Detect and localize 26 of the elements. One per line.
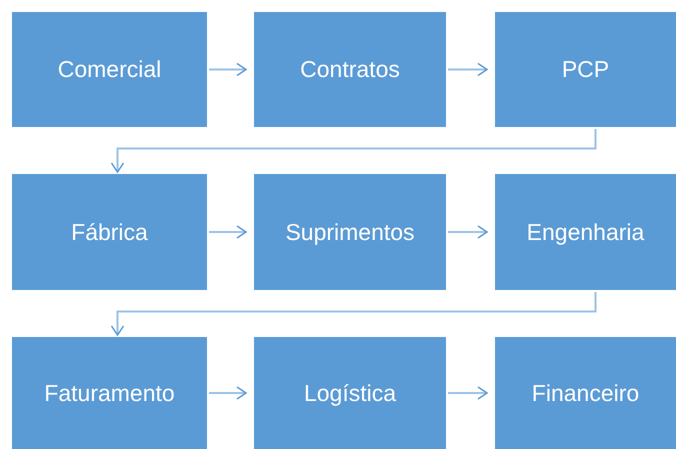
box-label: Comercial (58, 55, 162, 84)
process-box (254, 337, 446, 449)
box-label: Contratos (300, 55, 400, 84)
box-label: Financeiro (532, 378, 640, 408)
arrow (209, 386, 247, 400)
process-box (254, 174, 446, 290)
arrow (448, 225, 488, 239)
box-label: PCP (562, 55, 610, 84)
process-box (495, 337, 676, 449)
box-label: Logística (304, 378, 396, 408)
arrow (110, 129, 596, 173)
box-label: Suprimentos (285, 218, 415, 247)
box-label: Engenharia (526, 218, 644, 247)
box-label: Fábrica (71, 218, 148, 247)
process-box (12, 174, 207, 290)
process-box (12, 337, 207, 449)
process-box (12, 12, 207, 127)
process-box (495, 12, 676, 127)
arrow (209, 225, 247, 239)
arrow (110, 292, 596, 336)
arrow (448, 386, 488, 400)
process-box (495, 174, 676, 290)
box-label: Faturamento (44, 378, 175, 408)
arrow (448, 62, 488, 76)
process-box (254, 12, 446, 127)
arrow (209, 62, 247, 76)
